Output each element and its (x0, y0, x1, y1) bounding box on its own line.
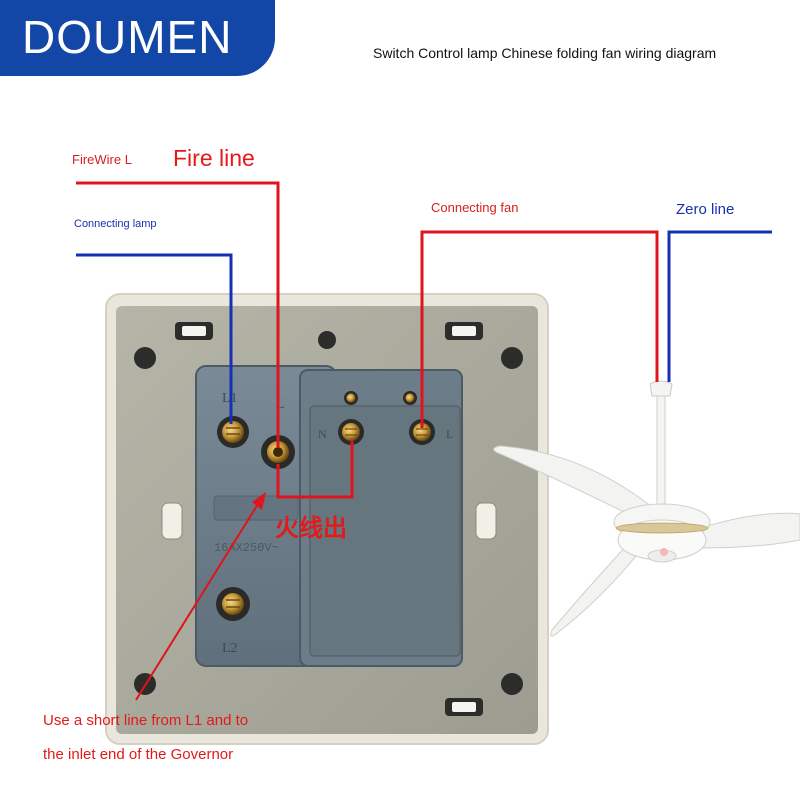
terminal-mark-l2: L2 (222, 641, 238, 656)
label-fire-out: 火线出 (275, 515, 347, 542)
label-short-line-2: the inlet end of the Governor (43, 746, 234, 763)
terminal-mark-l: L (276, 397, 285, 412)
label-connecting-lamp: Connecting lamp (74, 218, 157, 230)
diagram-title: Switch Control lamp Chinese folding fan … (373, 45, 717, 61)
label-zero-line: Zero line (676, 201, 735, 218)
label-short-line-1: Use a short line from L1 and to (43, 712, 249, 729)
terminal-l2 (216, 587, 250, 621)
fire-wire-input (76, 181, 280, 448)
terminal-small-top-1 (344, 391, 358, 405)
lamp-wire (76, 253, 233, 424)
annotation-arrow-head (252, 492, 266, 510)
brand-banner: DOUMEN (0, 0, 275, 76)
terminal-l (261, 435, 295, 469)
annotation-arrow-line (135, 503, 259, 701)
rating-text: 16AX250V~ (214, 541, 279, 555)
label-firewire-l: FireWire L (72, 152, 132, 167)
zero-wire (667, 230, 772, 382)
label-fire-line: Fire line (173, 145, 255, 171)
terminal-mark-n: N (318, 427, 327, 441)
label-connecting-fan: Connecting fan (431, 200, 519, 215)
terminal-small-top-2 (403, 391, 417, 405)
fan-wire (420, 230, 659, 428)
mounting-slots (161, 322, 497, 716)
terminal-l1 (217, 416, 249, 448)
fire-out-jumper (276, 440, 354, 499)
brand-name: DOUMEN (22, 11, 233, 63)
terminal-l-right (409, 419, 435, 445)
ceiling-fan-illustration (493, 380, 800, 637)
terminal-mark-l-right: L (446, 427, 453, 441)
terminal-n (338, 419, 364, 445)
